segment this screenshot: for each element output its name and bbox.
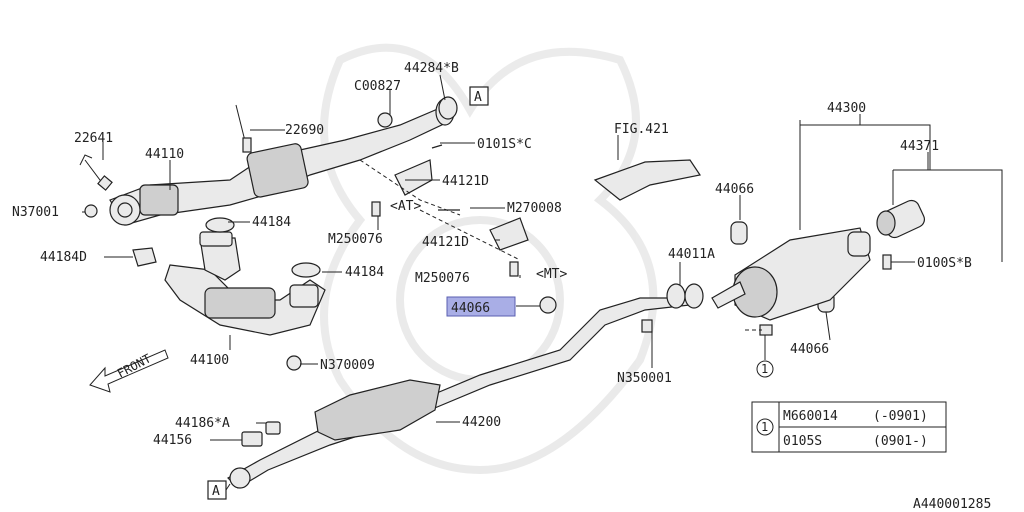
hanger-44066-center[interactable] — [539, 296, 557, 314]
svg-text:A: A — [212, 484, 220, 499]
label-0100s-b[interactable]: 0100S*B — [917, 256, 972, 271]
legend-row-1-range: (-0901) — [873, 409, 928, 424]
front-direction-arrow — [89, 349, 169, 393]
label-mt: <MT> — [536, 267, 567, 282]
gasket-44184-upper[interactable] — [205, 217, 235, 233]
legend-row-1-part[interactable]: M660014 — [783, 409, 838, 424]
label-44066-highlight[interactable]: 44066 — [451, 301, 490, 316]
gasket-44284b[interactable] — [438, 96, 458, 120]
gasket-44011a[interactable] — [666, 283, 686, 309]
label-fig421[interactable]: FIG.421 — [614, 122, 669, 137]
label-44300[interactable]: 44300 — [827, 101, 866, 116]
muffler-44300[interactable] — [711, 227, 871, 321]
heat-shield-fig421[interactable] — [593, 159, 701, 201]
nut-n37001[interactable] — [84, 204, 98, 218]
bolt-44156[interactable] — [241, 431, 263, 447]
bolt-m250076-at[interactable] — [371, 201, 381, 217]
oxygen-sensor-22690[interactable] — [235, 104, 252, 153]
label-44284b[interactable]: 44284*B — [404, 61, 459, 76]
label-front: FRONT — [115, 351, 153, 380]
legend-row-2-part[interactable]: 0105S — [783, 434, 822, 449]
label-m270008[interactable]: M270008 — [507, 201, 562, 216]
hanger-44066-upper[interactable] — [730, 221, 748, 245]
bracket-44121d-at[interactable] — [394, 159, 433, 196]
svg-text:1: 1 — [761, 362, 768, 376]
bolt-0100s-b[interactable] — [882, 254, 892, 270]
callout-1[interactable]: 1 — [756, 360, 774, 378]
nut-c00827[interactable] — [377, 112, 393, 128]
label-44110[interactable]: 44110 — [145, 147, 184, 162]
bracket-44121d-mt[interactable] — [489, 217, 529, 251]
label-44186a[interactable]: 44186*A — [175, 416, 230, 431]
nut-n370009[interactable] — [286, 355, 302, 371]
bolt-m250076-mt[interactable] — [509, 261, 519, 277]
gasket-44184D[interactable] — [132, 247, 157, 267]
legend-row-2-range: (0901-) — [873, 434, 928, 449]
front-catalyst-assembly[interactable] — [109, 98, 455, 226]
exhaust-manifold-44100[interactable] — [164, 231, 326, 336]
oxygen-sensor-22641[interactable] — [79, 154, 113, 191]
label-44066-lower[interactable]: 44066 — [790, 342, 829, 357]
label-44200[interactable]: 44200 — [462, 415, 501, 430]
label-22690[interactable]: 22690 — [285, 123, 324, 138]
label-m250076-mt[interactable]: M250076 — [415, 271, 470, 286]
label-44066-upper[interactable]: 44066 — [715, 182, 754, 197]
label-44371[interactable]: 44371 — [900, 139, 939, 154]
label-44156[interactable]: 44156 — [153, 433, 192, 448]
bolt-0101s-c[interactable] — [431, 144, 443, 149]
label-44184-upper[interactable]: 44184 — [252, 215, 291, 230]
legend-key: 1 — [761, 420, 768, 434]
diagram-reference-code: A440001285 — [913, 497, 991, 512]
label-n37001[interactable]: N37001 — [12, 205, 59, 220]
label-44011a[interactable]: 44011A — [668, 247, 715, 262]
nut-n350001[interactable] — [641, 319, 653, 333]
label-44184d[interactable]: 44184D — [40, 250, 87, 265]
label-c00827[interactable]: C00827 — [354, 79, 401, 94]
label-22641[interactable]: 22641 — [74, 131, 113, 146]
svg-text:A: A — [474, 90, 482, 105]
legend-table: 1 M660014 (-0901) 0105S (0901-) — [751, 401, 947, 453]
ref-box-a-top[interactable]: A — [469, 86, 489, 106]
label-m250076-at[interactable]: M250076 — [328, 232, 383, 247]
highlighted-part-44066[interactable]: 44066 — [446, 296, 516, 317]
bolt-44186a[interactable] — [265, 421, 281, 435]
label-n350001[interactable]: N350001 — [617, 371, 672, 386]
label-n370009[interactable]: N370009 — [320, 358, 375, 373]
label-44121d-at[interactable]: 44121D — [442, 174, 489, 189]
label-44100[interactable]: 44100 — [190, 353, 229, 368]
ref-box-a-bottom[interactable]: A — [207, 480, 227, 500]
tail-cutter-44371[interactable] — [876, 198, 927, 240]
legend-key-circle — [756, 418, 774, 436]
label-0101s-c[interactable]: 0101S*C — [477, 137, 532, 152]
label-44121d-mt[interactable]: 44121D — [422, 235, 469, 250]
gasket-44184-lower[interactable] — [291, 262, 321, 278]
label-44184-lower[interactable]: 44184 — [345, 265, 384, 280]
label-at: <AT> — [390, 199, 421, 214]
